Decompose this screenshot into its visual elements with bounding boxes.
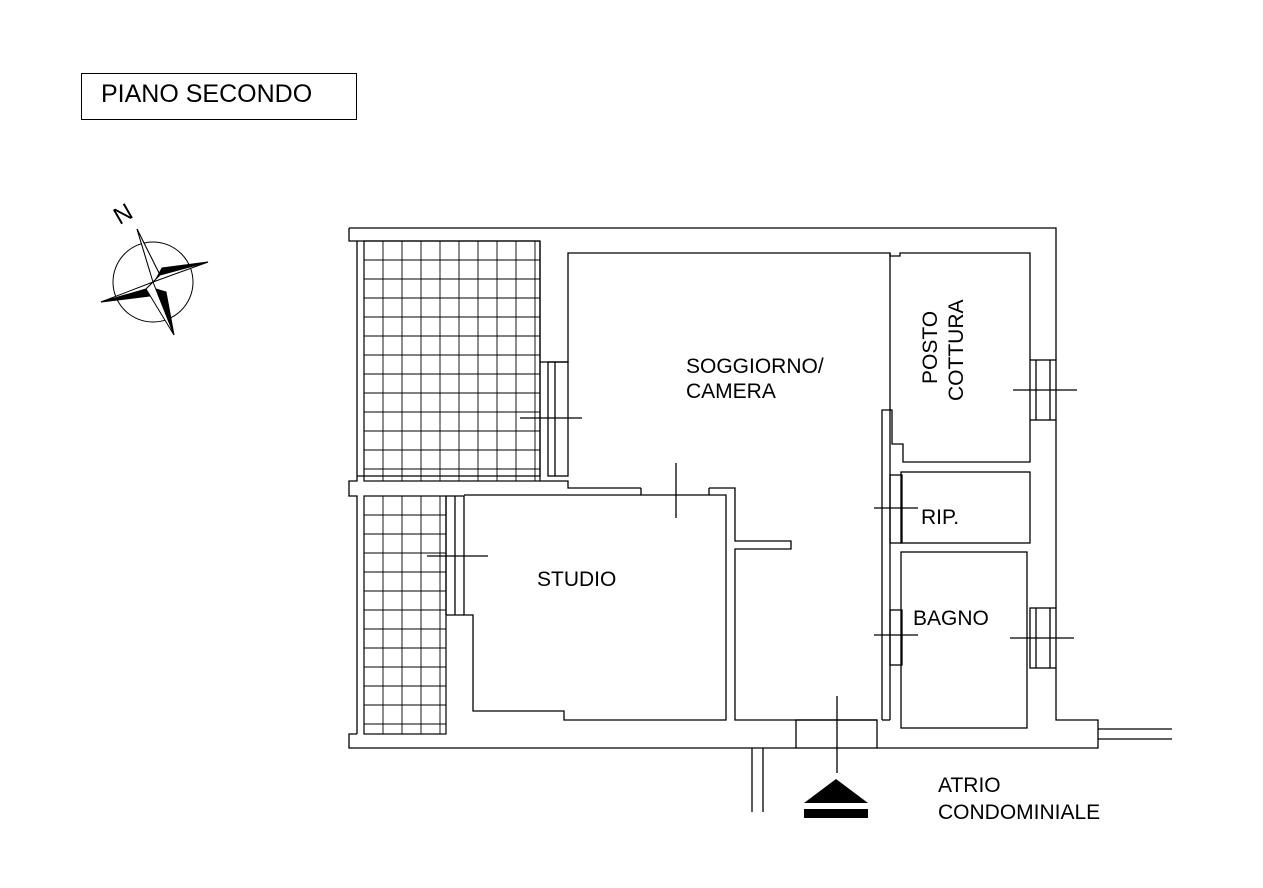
room-label-studio: STUDIO xyxy=(537,568,616,591)
room-label-posto-cottura-1: POSTO xyxy=(919,311,942,384)
entrance-label-2: CONDOMINIALE xyxy=(938,801,1100,824)
compass-north-label: N xyxy=(109,198,138,230)
room-label-posto-cottura-2: COTTURA xyxy=(945,300,968,402)
room-label-soggiorno-1: SOGGIORNO/ xyxy=(686,355,824,378)
floor-title: PIANO SECONDO xyxy=(101,80,313,108)
balcony-bottom xyxy=(363,495,447,735)
floor-title-box: PIANO SECONDO xyxy=(81,73,357,120)
entrance-label-1: ATRIO xyxy=(938,774,1001,797)
room-label-soggiorno-2: CAMERA xyxy=(686,380,776,403)
room-label-rip: RIP. xyxy=(921,506,959,529)
entrance-arrow-icon xyxy=(804,779,868,818)
balcony-top xyxy=(363,240,541,482)
room-label-bagno: BAGNO xyxy=(913,607,989,630)
interior-walls xyxy=(427,361,1172,812)
compass-rose-icon: N xyxy=(100,198,209,336)
